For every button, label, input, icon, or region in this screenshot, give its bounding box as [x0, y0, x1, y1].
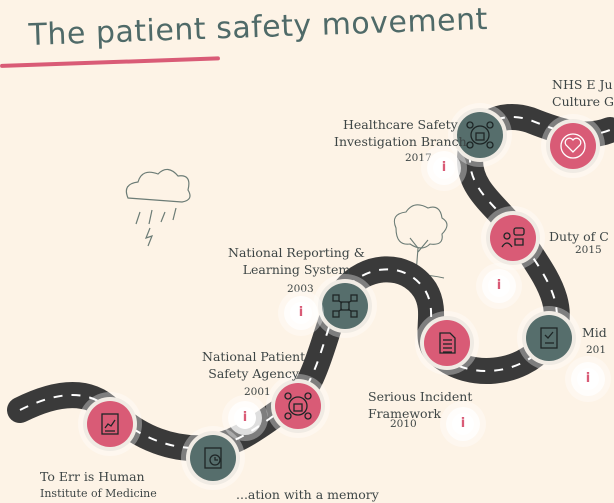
- label-to-err: To Err is Human Institute of Medicine: [40, 469, 157, 500]
- milestone-sif[interactable]: [415, 311, 479, 375]
- year-mid: 201: [586, 344, 607, 356]
- year-hsib: 2017: [405, 152, 432, 164]
- info-button-sif[interactable]: i: [452, 413, 474, 435]
- year-nrls: 2003: [287, 283, 314, 295]
- label-nrls: National Reporting & Learning System: [228, 245, 365, 277]
- label-memory: ...ation with a memory: [236, 487, 379, 502]
- conversation-icon: [501, 227, 525, 248]
- label-nhse: NHS E Ju Culture G: [552, 77, 614, 109]
- heart-icon: [560, 133, 586, 159]
- people-network-icon: [284, 392, 312, 420]
- road-graphic: [7, 103, 614, 490]
- info-button-mid[interactable]: i: [577, 368, 599, 390]
- storm-cloud-icon: [125, 168, 191, 247]
- year-candour: 2015: [575, 244, 602, 256]
- year-sif: 2010: [390, 418, 417, 430]
- document-icon: [439, 332, 456, 354]
- milestone-npsa[interactable]: [266, 374, 330, 438]
- milestone-nhse[interactable]: [541, 114, 605, 178]
- milestone-nrls[interactable]: [313, 274, 377, 338]
- chart-report-icon: [101, 413, 119, 435]
- label-hsib: Healthcare Safety Investigation Branch: [334, 117, 467, 149]
- label-mid: Mid: [582, 325, 607, 340]
- year-npsa: 2001: [244, 386, 271, 398]
- milestone-to-err[interactable]: [78, 392, 142, 456]
- info-button-npsa[interactable]: i: [234, 407, 256, 429]
- info-button-candour[interactable]: i: [488, 275, 510, 297]
- network-nodes-icon: [332, 294, 358, 318]
- label-npsa: National Patient Safety Agency: [202, 349, 306, 381]
- clock-report-icon: [204, 447, 222, 469]
- milestone-mid[interactable]: [517, 306, 581, 370]
- info-button-hsib[interactable]: i: [433, 157, 455, 179]
- people-network-icon: [466, 121, 494, 149]
- label-candour: Duty of C: [549, 229, 609, 244]
- checklist-icon: [540, 327, 558, 349]
- milestone-hsib[interactable]: [448, 103, 512, 167]
- info-button-nrls[interactable]: i: [290, 302, 312, 324]
- milestone-candour[interactable]: [481, 206, 545, 270]
- milestone-memory[interactable]: [181, 426, 245, 490]
- label-sif: Serious Incident Framework: [368, 389, 473, 421]
